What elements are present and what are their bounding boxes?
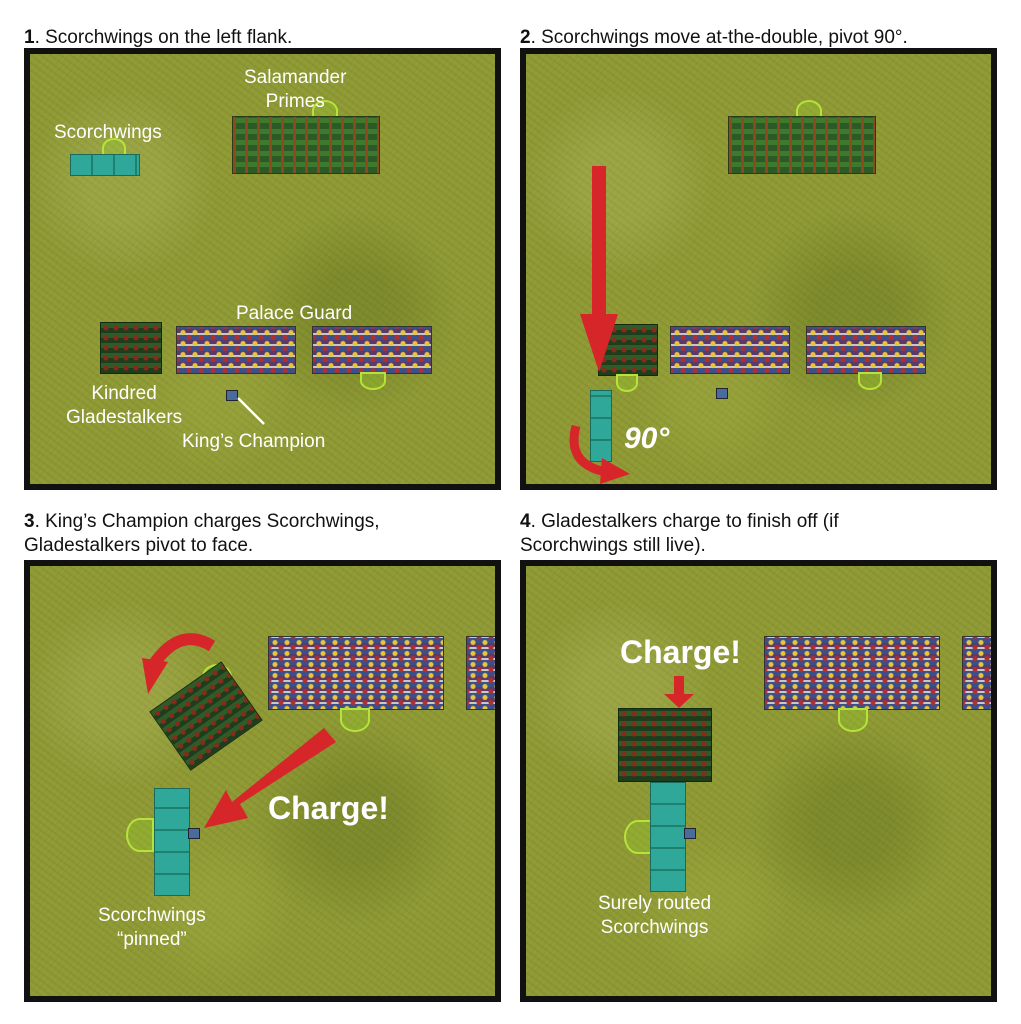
pivot-label: 90° [624,422,670,455]
salamander-label: Salamander Primes [244,67,347,112]
charge-label: Charge! [620,634,741,670]
deployment-zone [340,708,370,732]
panel-4: Charge! Surely routed Scorchwings [520,560,997,1002]
panel-3: Charge! Scorchwings “pinned” [24,560,501,1002]
pivot-arrow [569,424,630,484]
pointer-line [237,397,265,425]
kings-champion-model [684,828,696,839]
panel-1: Salamander Primes Scorchwings Palace Gua… [24,48,501,490]
kindred-label: Kindred Gladestalkers [66,383,183,428]
deployment-zone [624,820,652,854]
move-arrows [569,166,630,484]
pivot-arrow [142,633,216,694]
palace-guard-unit [764,636,940,710]
gladestalkers-unit [618,708,712,782]
caption-3: 3. King’s Champion charges Scorchwings, … [24,511,380,556]
palace-guard-unit-2 [962,636,991,710]
caption-4: 4. Gladestalkers charge to finish off (i… [520,511,839,556]
caption-1: 1. Scorchwings on the left flank. [24,27,293,48]
panel-2: 90° [520,48,997,490]
kings-champion-model [716,388,728,399]
charge-label: Charge! [268,790,389,826]
palace-guard-unit [268,636,444,710]
palace-guard-label: Palace Guard [236,303,353,324]
kings-champion-label: King’s Champion [182,431,326,452]
scorchwings-unit [590,390,612,462]
move-arrow [580,166,618,372]
palace-guard-unit-2 [806,326,926,374]
salamander-primes-unit [232,116,380,174]
scorchwings-unit [70,154,140,176]
caption-2: 2. Scorchwings move at-the-double, pivot… [520,27,908,48]
scorchwings-unit [154,788,190,896]
scorchwings-label: Scorchwings [54,122,162,143]
palace-guard-unit [670,326,790,374]
pinned-label: Scorchwings “pinned” [98,905,206,950]
kings-champion-model [188,828,200,839]
deployment-zone [126,818,154,852]
routed-label: Surely routed Scorchwings [598,893,712,938]
deployment-zone [838,708,868,732]
palace-guard-unit [176,326,296,374]
palace-guard-unit-2 [466,636,495,710]
deployment-zone [616,374,638,392]
deployment-zone [858,372,882,390]
deployment-zone [360,372,386,390]
charge-arrow [204,728,336,828]
charge-arrow [664,676,694,708]
salamander-primes-unit [728,116,876,174]
gladestalkers-unit [100,322,162,374]
palace-guard-unit-2 [312,326,432,374]
kings-champion-model [226,390,238,401]
charge-arrows [142,633,336,828]
